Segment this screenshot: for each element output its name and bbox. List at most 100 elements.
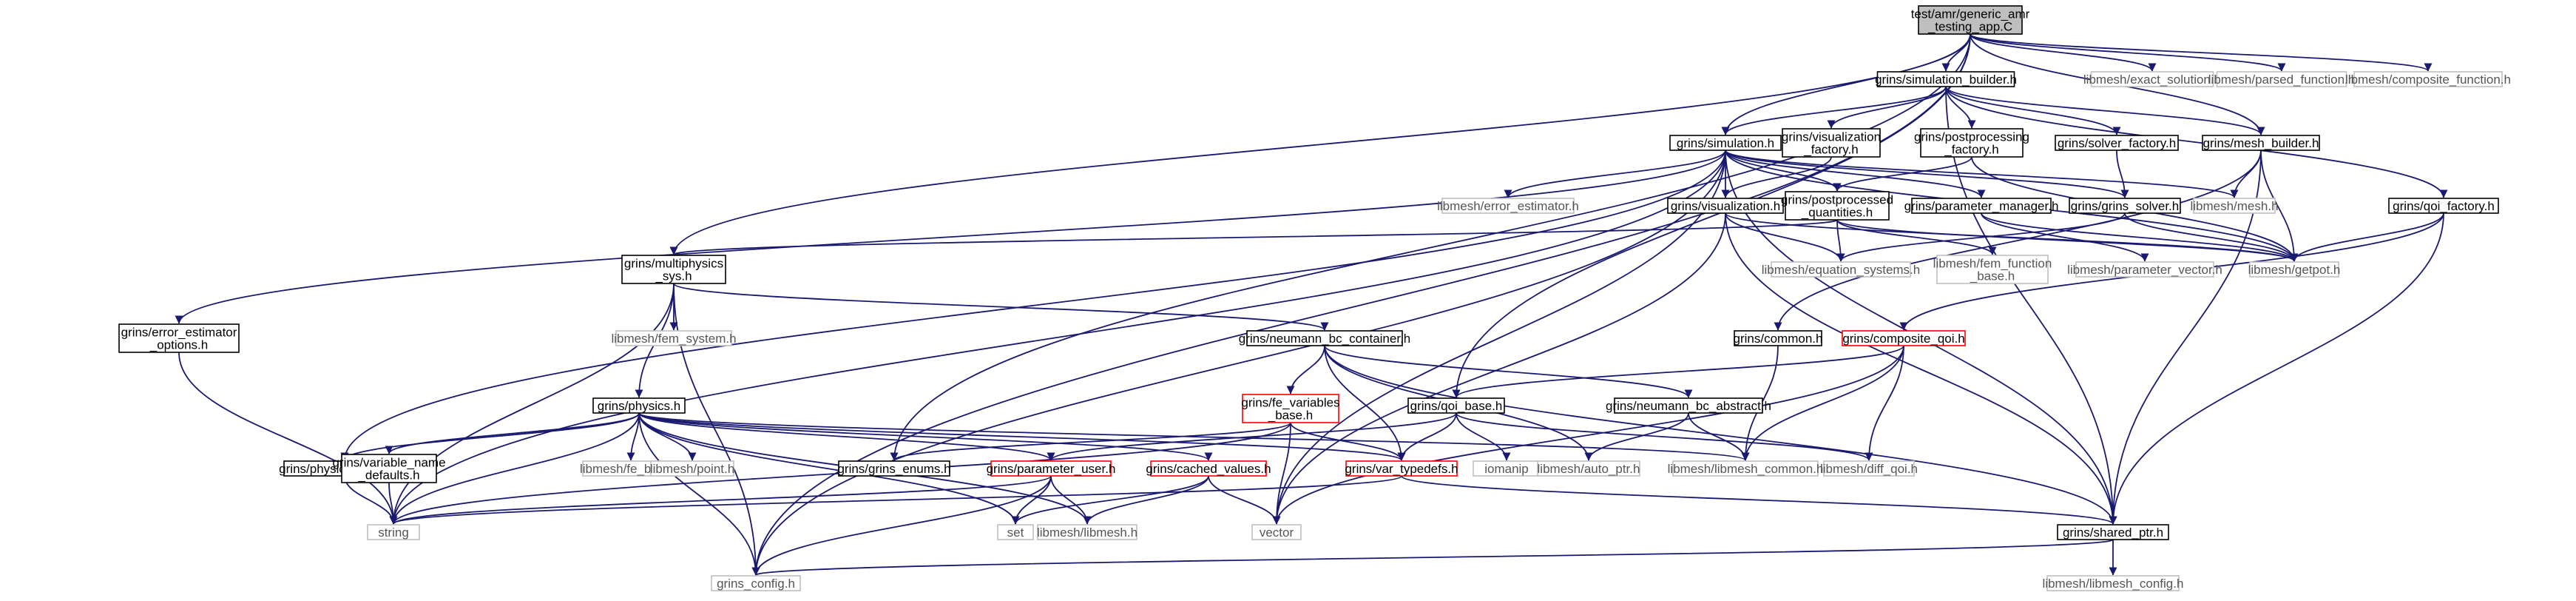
- edge-simulation_builder-to-solver_factory: [1945, 86, 2121, 135]
- edge-simulation-to-mesh: [1725, 150, 2239, 198]
- edge-mesh_builder-to-getpot: [2260, 150, 2299, 262]
- edge-var_typedefs-to-shared_ptr: [1401, 475, 2117, 525]
- node-label: grins/postprocessing: [1914, 130, 2029, 144]
- node-postprocessing-factory[interactable]: grins/postprocessing_factory.h: [1914, 128, 2029, 158]
- node-fe-variables-base[interactable]: grins/fe_variables_base.h: [1241, 394, 1340, 423]
- edge-simulation-to-parameter_manager: [1725, 150, 1986, 198]
- edge-parameter_user-to-string: [389, 475, 1052, 525]
- node-grins-solver[interactable]: grins/grins_solver.h: [2069, 198, 2181, 214]
- node-var-typedefs[interactable]: grins/var_typedefs.h: [1345, 460, 1458, 477]
- node-neumann-bc-abstract[interactable]: grins/neumann_bc_abstract.h: [1606, 397, 1771, 414]
- node-visualization-factory[interactable]: grins/visualization_factory.h: [1782, 128, 1881, 158]
- node-label: grins/neumann_bc_abstract.h: [1606, 399, 1771, 413]
- node-shared-ptr[interactable]: grins/shared_ptr.h: [2057, 524, 2169, 540]
- edge-postprocessed_quantities-to-multiphysics_sys: [670, 219, 1838, 255]
- node-postprocessed-quantities[interactable]: grins/postprocessed_quantities.h: [1781, 191, 1893, 221]
- node-box: [838, 460, 950, 477]
- edge-physics-to-string: [389, 412, 640, 525]
- node-common[interactable]: grins/common.h: [1734, 330, 1823, 346]
- edge-root-to-exact_solution: [1970, 33, 2157, 72]
- node-physics[interactable]: grins/physics.h: [592, 397, 686, 414]
- edge-visualization-to-equation_systems: [1725, 212, 1845, 262]
- edge-simulation-to-error_estimator: [1504, 150, 1726, 198]
- node-label: grins/visualization: [1782, 130, 1881, 144]
- node-box: [1242, 394, 1339, 423]
- edge-visualization-to-vector: [1272, 212, 1726, 525]
- edge-neumann_bc_abstract-to-auto_ptr: [1584, 412, 1689, 461]
- node-label: iomanip: [1484, 462, 1529, 476]
- edge-grins_solver-to-equation_systems: [1836, 212, 2126, 262]
- node-box: [1614, 397, 1763, 414]
- node-libmesh-common: libmesh/libmesh_common.h: [1668, 460, 1823, 477]
- node-box: [1246, 330, 1403, 346]
- edge-neumann_bc_container-to-shared_ptr: [1324, 345, 2117, 525]
- node-label: grins/cached_values.h: [1146, 462, 1271, 476]
- node-box: [2202, 135, 2320, 151]
- node-box: [1345, 460, 1458, 477]
- node-fem-function-base: libmesh/fem_function_base.h: [1933, 255, 2052, 284]
- node-box: [1911, 198, 2052, 214]
- node-solver-factory[interactable]: grins/solver_factory.h: [2055, 135, 2179, 151]
- node-box: [1150, 460, 1267, 477]
- node-box: [650, 460, 734, 477]
- edge-composite_qoi-to-qoi_base: [1452, 345, 1904, 398]
- edge-simulation_builder-to-postprocessing_factory: [1945, 86, 1976, 129]
- node-composite-qoi[interactable]: grins/composite_qoi.h: [1842, 330, 1966, 346]
- edge-shared_ptr-to-grins_config: [752, 539, 2114, 576]
- node-label: grins/visualization.h: [1671, 199, 1780, 213]
- node-root[interactable]: test/amr/generic_amr_testing_app.C: [1911, 5, 2030, 35]
- node-parameter-manager[interactable]: grins/parameter_manager.h: [1904, 198, 2059, 214]
- node-neumann-bc-container[interactable]: grins/neumann_bc_container.h: [1239, 330, 1411, 346]
- edge-composite_qoi-to-libmesh_common: [1741, 345, 1904, 461]
- node-simulation-builder[interactable]: grins/simulation_builder.h: [1875, 71, 2017, 87]
- node-label: grins/mesh_builder.h: [2203, 136, 2319, 150]
- node-variable-name-defaults[interactable]: grins/variable_name_defaults.h: [332, 454, 446, 483]
- node-getpot: libmesh/getpot.h: [2248, 261, 2340, 278]
- node-label: libmesh/mesh.h: [2190, 199, 2278, 213]
- node-label: grins/physics.h: [598, 399, 680, 413]
- edge-simulation-to-grins_config: [751, 150, 1726, 576]
- edge-simulation-to-vector: [1272, 150, 1726, 525]
- edge-composite_qoi-to-diff_qoi: [1865, 345, 1904, 461]
- node-grins-config: grins_config.h: [711, 575, 801, 591]
- node-box: [997, 524, 1034, 540]
- edge-postprocessed_quantities-to-fem_function_base: [1836, 219, 1997, 255]
- node-label: grins/multiphysics: [624, 257, 723, 271]
- node-mesh-builder[interactable]: grins/mesh_builder.h: [2202, 135, 2320, 151]
- node-simulation[interactable]: grins/simulation.h: [1669, 135, 1782, 151]
- node-label: grins/composite_qoi.h: [1842, 332, 1964, 346]
- edge-cached_values-to-set: [1011, 475, 1209, 525]
- node-grins-enums[interactable]: grins/grins_enums.h: [837, 460, 951, 477]
- edge-fe_variables_base-to-vector: [1272, 422, 1291, 525]
- node-label: grins/simulation.h: [1677, 136, 1774, 150]
- edge-neumann_bc_container-to-fe_variables_base: [1286, 345, 1325, 394]
- node-box: [2249, 261, 2339, 278]
- edge-cached_values-to-libmesh: [1083, 475, 1209, 525]
- edge-neumann_bc_container-to-neumann_bc_abstract: [1324, 345, 1693, 398]
- node-parameter-user[interactable]: grins/parameter_user.h: [987, 460, 1116, 477]
- edge-physics-to-grins_config: [638, 412, 760, 576]
- node-label: grins/qoi_base.h: [1410, 399, 1503, 413]
- node-box: [1537, 460, 1640, 477]
- node-label: libmesh/fem_function: [1933, 257, 2052, 271]
- file-nodes: test/amr/generic_amr_testing_app.C grins/…: [118, 5, 2511, 591]
- node-label: set: [1007, 526, 1024, 540]
- node-error-estimator-options[interactable]: grins/error_estimator_options.h: [118, 323, 240, 353]
- node-qoi-base[interactable]: grins/qoi_base.h: [1407, 397, 1505, 414]
- edge-simulation_builder-to-simulation: [1721, 86, 1947, 135]
- node-box: [1771, 261, 1911, 278]
- node-box: [1823, 460, 1915, 477]
- node-qoi-factory[interactable]: grins/qoi_factory.h: [2388, 198, 2499, 214]
- node-multiphysics-sys[interactable]: grins/multiphysics_sys.h: [621, 255, 726, 284]
- node-label: _quantities.h: [1801, 206, 1873, 220]
- edge-physics-to-variable_name_defaults: [385, 412, 640, 454]
- node-point: libmesh/point.h: [650, 460, 734, 477]
- edge-simulation_builder-to-mesh_builder: [1945, 86, 2265, 135]
- edge-physics-to-parameter_user: [638, 412, 1055, 461]
- node-box: [2216, 71, 2347, 87]
- node-cached-values[interactable]: grins/cached_values.h: [1146, 460, 1271, 477]
- node-box: [2069, 198, 2181, 214]
- node-label: grins/common.h: [1734, 332, 1823, 346]
- node-visualization[interactable]: grins/visualization.h: [1667, 198, 1784, 214]
- node-parsed-function: libmesh/parsed_function.h: [2208, 71, 2355, 87]
